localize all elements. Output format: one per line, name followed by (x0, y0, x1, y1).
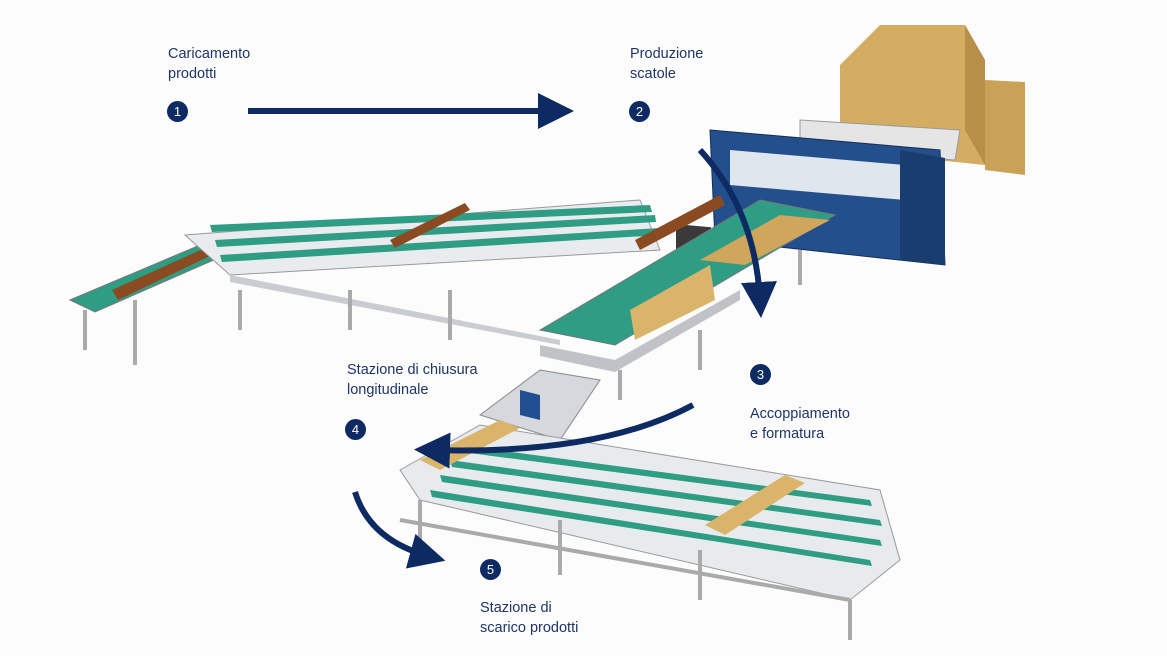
step-4-badge: 4 (345, 419, 366, 440)
step-1-badge: 1 (167, 101, 188, 122)
flow-arrow-3-4 (414, 402, 695, 469)
unloading-section (399, 420, 901, 640)
step-3-badge: 3 (750, 364, 771, 385)
step-5-badge: 5 (480, 559, 501, 580)
step-2-badge: 2 (629, 101, 650, 122)
forming-section (538, 199, 837, 400)
flow-arrow-4-5 (352, 491, 446, 569)
loading-section (68, 195, 725, 365)
flow-arrow-2-3 (697, 147, 777, 318)
closing-station (478, 369, 601, 441)
